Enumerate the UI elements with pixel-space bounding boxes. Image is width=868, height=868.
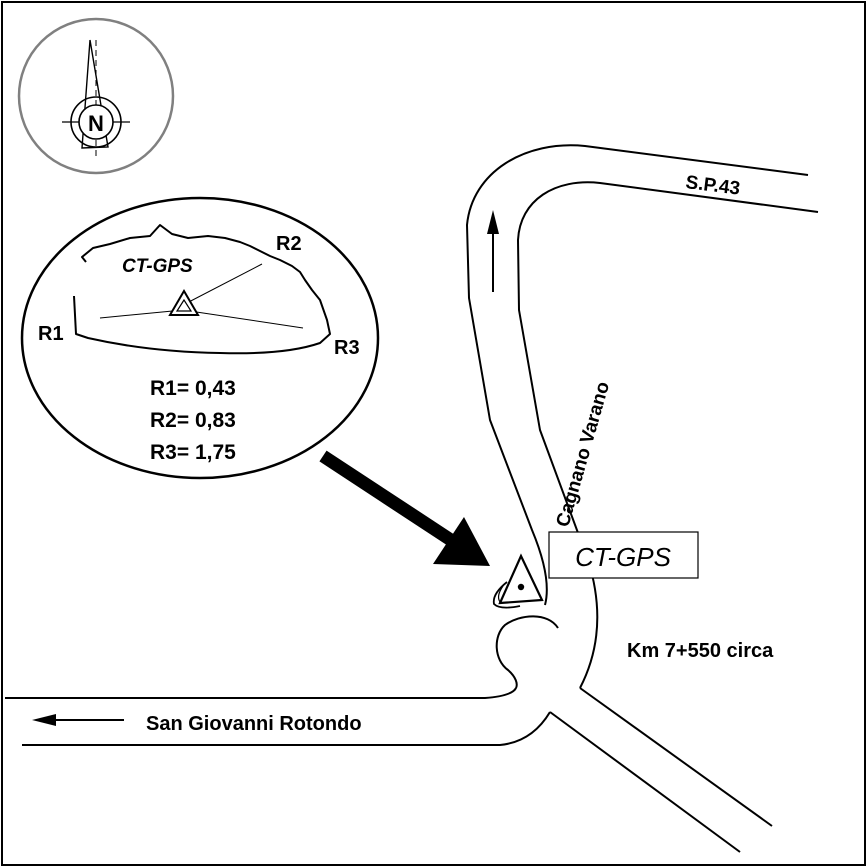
line-to-r2 — [182, 263, 263, 306]
pointer-arrow-icon — [319, 450, 490, 566]
station-inner-triangle-icon — [175, 298, 193, 312]
northbound-arrow-icon — [487, 210, 499, 292]
reference-r1-label: R1 — [38, 323, 64, 345]
road-cagnano-west-edge — [466, 144, 809, 606]
road-cagnano-east-edge — [517, 181, 819, 689]
road-label-sangiovanni: San Giovanni Rotondo — [146, 713, 362, 735]
reference-r3-value: R3= 1,75 — [150, 441, 236, 464]
westbound-arrow-icon — [32, 714, 124, 726]
line-to-r1 — [99, 309, 184, 319]
reference-r3-label: R3 — [334, 337, 360, 359]
road-sangiovanni-north-edge — [5, 687, 517, 699]
station-label-box — [548, 531, 699, 579]
site-outline — [73, 224, 331, 355]
km-marker-label: Km 7+550 circa — [627, 640, 774, 662]
reference-r1-value: R1= 0,43 — [150, 377, 236, 400]
road-sangiovanni-south-edge — [22, 711, 551, 746]
inset-station-label: CT-GPS — [122, 256, 193, 277]
inset-ellipse — [20, 196, 380, 480]
station-triangle-icon — [168, 289, 200, 316]
map-station-icon — [492, 553, 544, 609]
reference-r2-value: R2= 0,83 — [150, 409, 236, 432]
road-southeast-east-edge — [579, 687, 773, 827]
site-inset: CT-GPS R1 R2 R3 R1= 0,43 R2= 0,83 R3= 1,… — [20, 196, 380, 480]
road-network — [5, 144, 819, 853]
roundabout-island — [495, 615, 559, 689]
compass-rose-icon: N — [17, 17, 175, 175]
line-to-r3 — [182, 309, 304, 329]
compass-letter: N — [88, 111, 104, 136]
reference-r2-label: R2 — [276, 233, 302, 255]
map-station-label: CT-GPS — [575, 542, 671, 572]
road-southeast-west-edge — [549, 711, 741, 853]
